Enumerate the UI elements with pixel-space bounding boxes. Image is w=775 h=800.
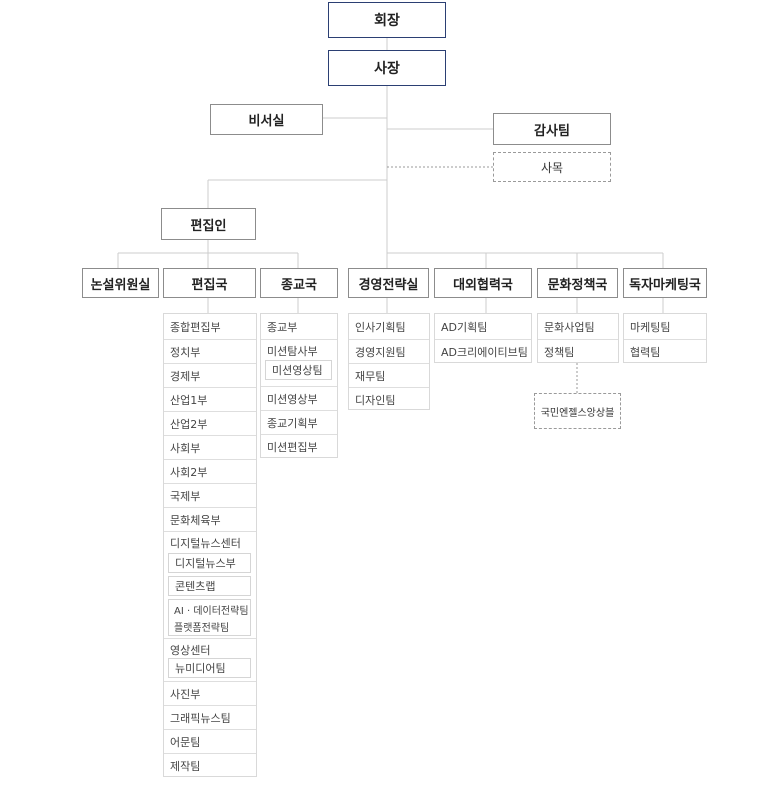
list-item: 인사기획팀 bbox=[355, 320, 406, 334]
list-item: 정치부 bbox=[164, 339, 256, 363]
list-item: 미션영상부 bbox=[261, 386, 337, 410]
reader-marketing-box: 독자마케팅국 bbox=[623, 268, 707, 298]
strategy-office-box: 경영전략실 bbox=[348, 268, 429, 298]
sub-team: 디지털뉴스부 bbox=[168, 553, 251, 573]
chaplain-box: 사목 bbox=[493, 152, 611, 182]
list-item: 국제부 bbox=[164, 483, 256, 507]
publisher-box: 편집인 bbox=[161, 208, 256, 240]
culture-policy-list: 문화사업팀 정책팀 bbox=[537, 313, 619, 363]
secretariat-box: 비서실 bbox=[210, 104, 323, 135]
religion-bureau-box: 종교국 bbox=[260, 268, 338, 298]
list-item: 산업1부 bbox=[164, 387, 256, 411]
reader-marketing-list: 마케팅팀 협력팀 bbox=[623, 313, 707, 363]
sub-team-platform: 플랫폼전략팀 bbox=[174, 623, 230, 634]
list-item: 종합편집부 bbox=[170, 320, 221, 334]
editorial-bureau-list: 종합편집부 정치부 경제부 산업1부 산업2부 사회부 사회2부 국제부 문화체… bbox=[163, 313, 257, 777]
list-item: 종교부 bbox=[267, 320, 298, 334]
list-item: 경영지원팀 bbox=[349, 339, 429, 363]
list-item: 디자인팀 bbox=[349, 387, 429, 411]
sub-team: 뉴미디어팀 bbox=[168, 658, 251, 678]
sub-team: 콘텐츠랩 bbox=[168, 576, 251, 596]
editorial-board-box: 논설위원실 bbox=[82, 268, 159, 298]
list-item: 그래픽뉴스팀 bbox=[164, 705, 256, 729]
list-item: 종교기획부 bbox=[261, 410, 337, 434]
list-item: 문화사업팀 bbox=[544, 320, 595, 334]
list-item: AD기획팀 bbox=[441, 320, 488, 334]
editorial-bureau-box: 편집국 bbox=[163, 268, 256, 298]
list-item: 제작팀 bbox=[164, 753, 256, 777]
external-affairs-list: AD기획팀 AD크리에이티브팀 bbox=[434, 313, 532, 363]
list-item: 사진부 bbox=[164, 681, 256, 705]
list-item: 디지털뉴스센터 bbox=[164, 531, 256, 553]
list-item: 사회부 bbox=[164, 435, 256, 459]
list-item: AD크리에이티브팀 bbox=[435, 339, 531, 363]
list-item: 산업2부 bbox=[164, 411, 256, 435]
angels-choir-box: 국민엔젤스앙상블 bbox=[534, 393, 621, 429]
sub-team-ai-data: AI · 데이터전략팀 bbox=[174, 606, 249, 617]
sub-team-group bbox=[168, 599, 251, 636]
external-affairs-box: 대외협력국 bbox=[434, 268, 532, 298]
audit-team-box: 감사팀 bbox=[493, 113, 611, 145]
list-item: 미션탐사부 bbox=[261, 339, 337, 361]
sub-team: 미션영상팀 bbox=[265, 360, 332, 380]
list-item: 경제부 bbox=[164, 363, 256, 387]
list-item: 문화체육부 bbox=[164, 507, 256, 531]
list-item: 마케팅팀 bbox=[630, 320, 671, 334]
list-item: 정책팀 bbox=[538, 339, 618, 363]
list-item: 어문팀 bbox=[164, 729, 256, 753]
religion-bureau-list: 종교부 미션탐사부 미션영상팀 미션영상부 종교기획부 미션편집부 bbox=[260, 313, 338, 458]
list-item: 영상센터 bbox=[164, 638, 256, 660]
president-box: 사장 bbox=[328, 50, 446, 86]
chairman-box: 회장 bbox=[328, 2, 446, 38]
strategy-office-list: 인사기획팀 경영지원팀 재무팀 디자인팀 bbox=[348, 313, 430, 410]
list-item: 사회2부 bbox=[164, 459, 256, 483]
culture-policy-box: 문화정책국 bbox=[537, 268, 618, 298]
list-item: 미션편집부 bbox=[261, 434, 337, 458]
list-item: 재무팀 bbox=[349, 363, 429, 387]
list-item: 협력팀 bbox=[624, 339, 706, 363]
